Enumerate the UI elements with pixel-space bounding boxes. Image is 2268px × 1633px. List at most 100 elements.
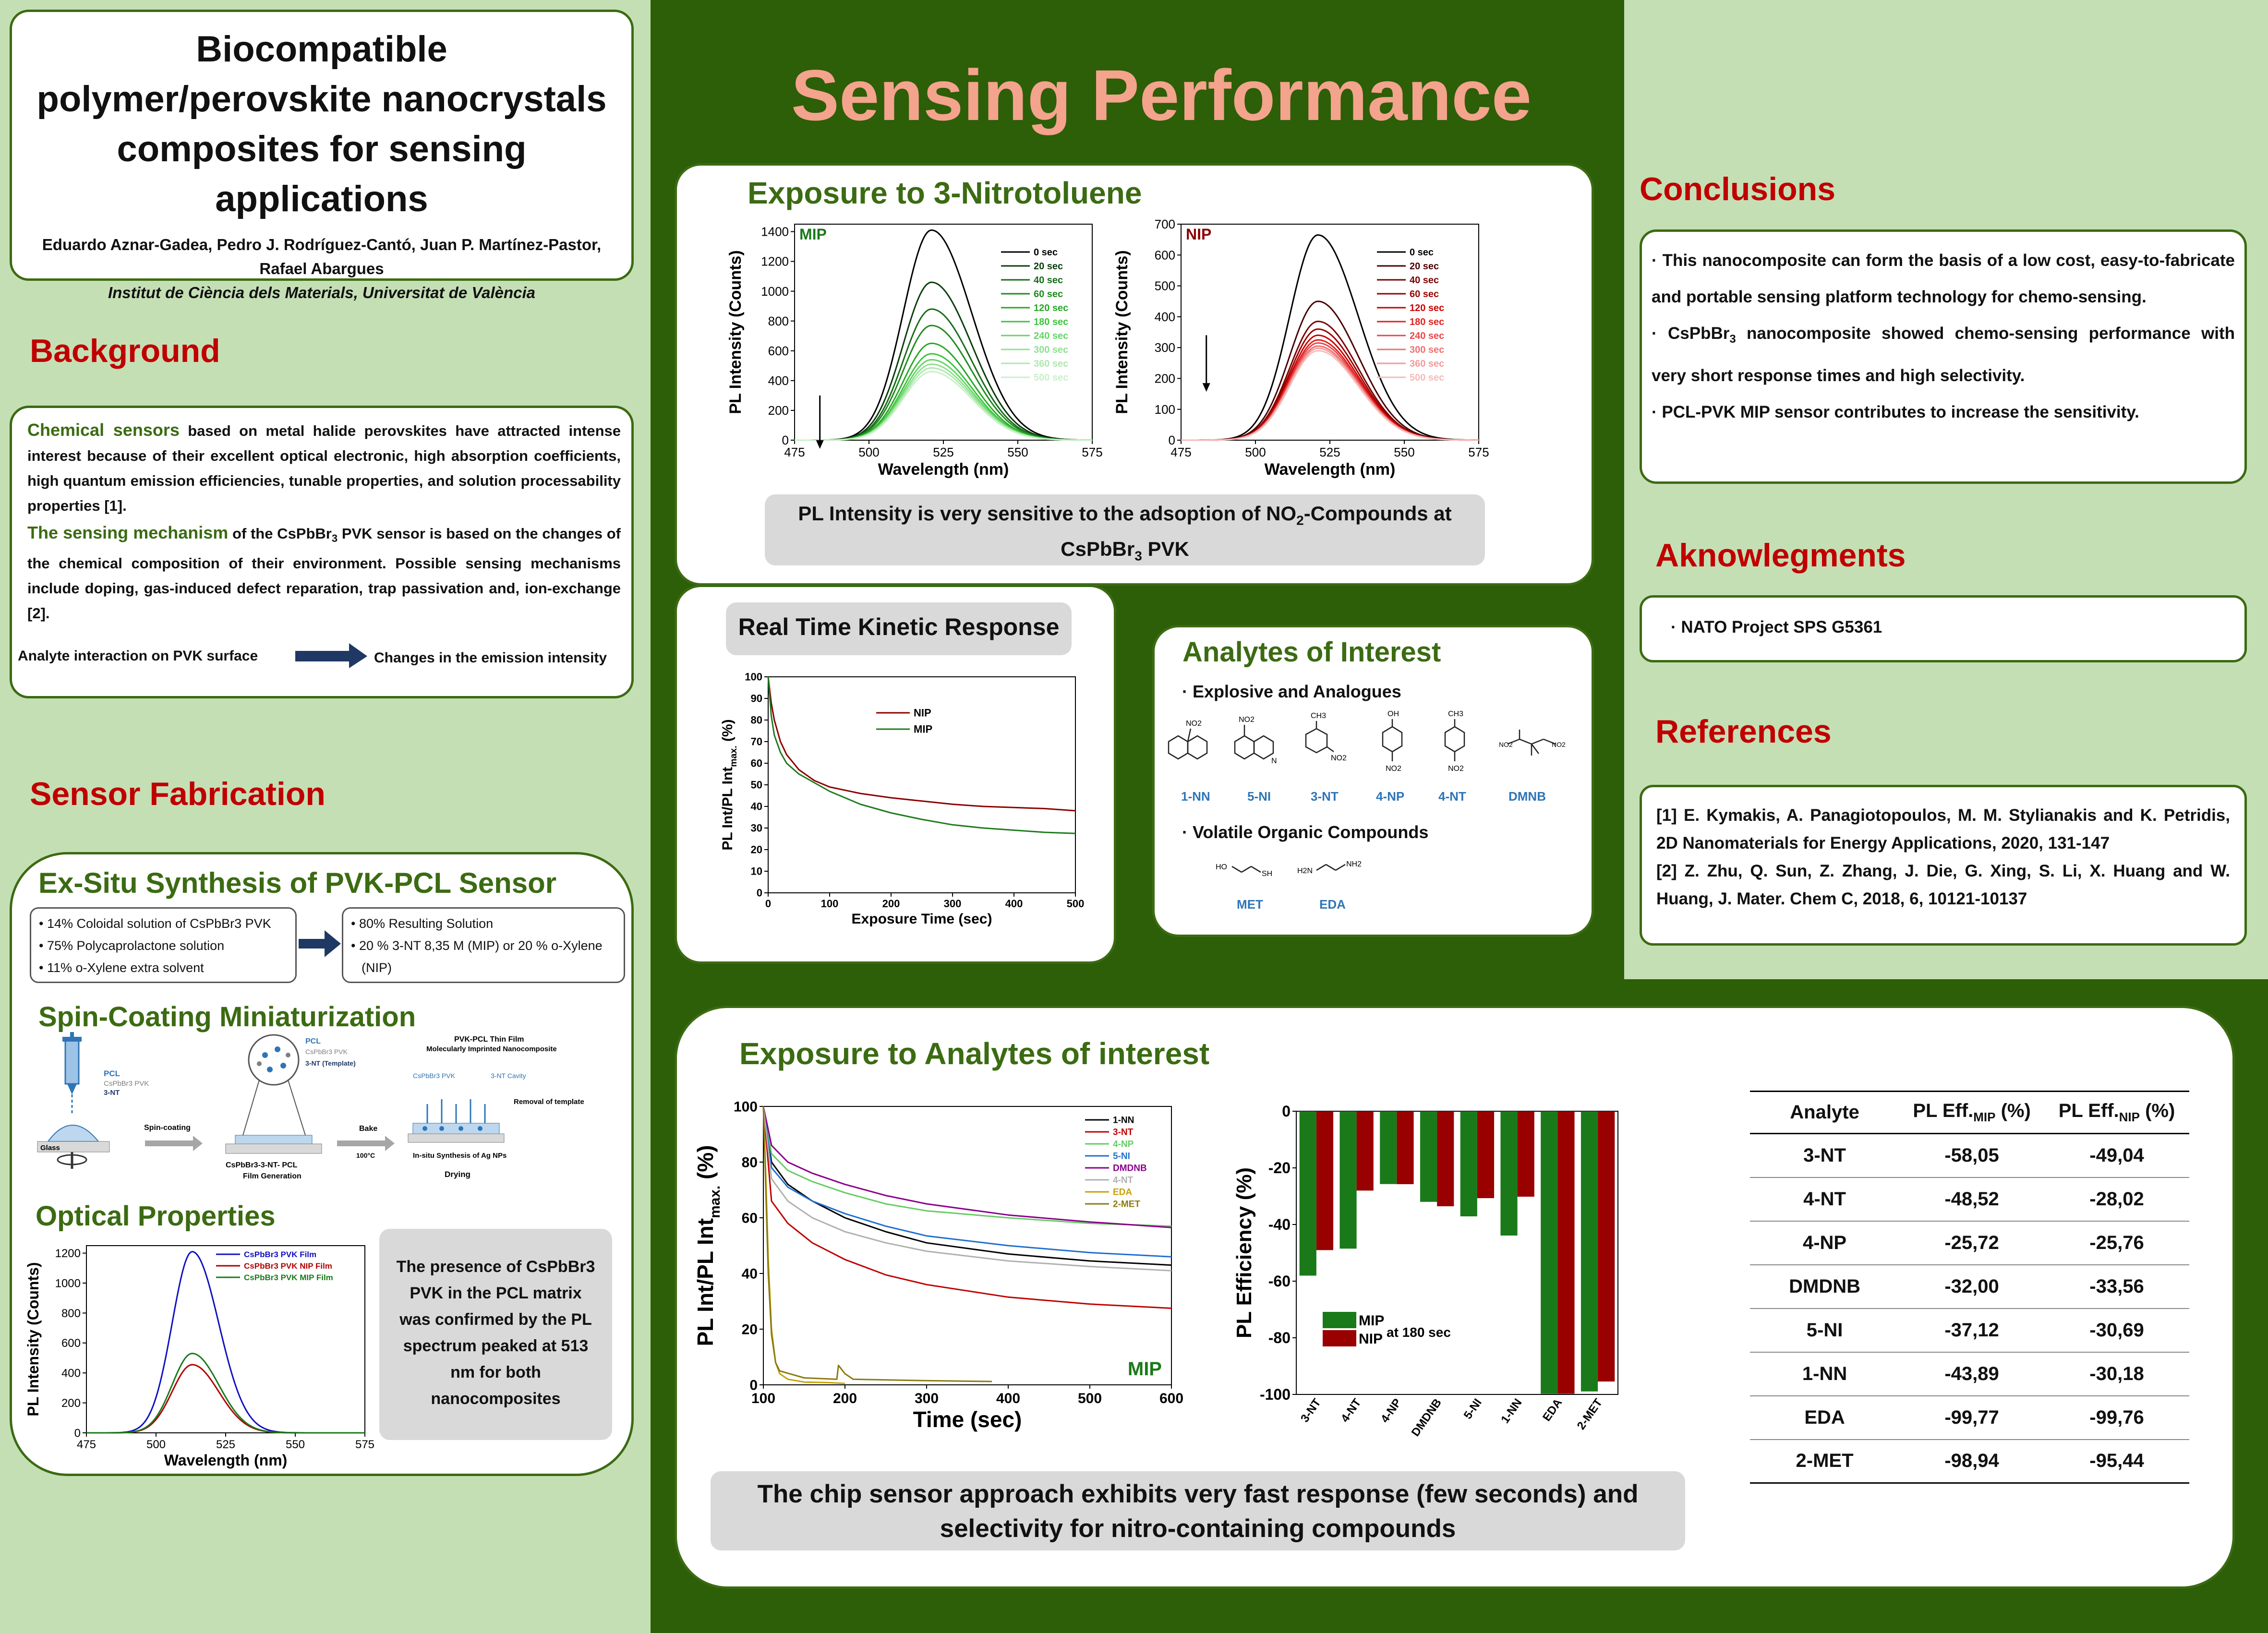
y-tick-label: 0	[1169, 433, 1175, 447]
legend-entry: 40 sec	[1410, 275, 1439, 286]
x-tick-label: 1-NN	[1498, 1396, 1524, 1426]
legend-entry: 60 sec	[1034, 289, 1063, 300]
legend-entry: 360 sec	[1410, 359, 1444, 369]
table-row: 1-NN-43,89-30,18	[1750, 1352, 2189, 1396]
table-cell-analyte: 4-NT	[1803, 1188, 1846, 1210]
legend-entry: 240 sec	[1410, 331, 1444, 341]
x-tick-label: 4-NT	[1339, 1396, 1364, 1425]
spin-label-glass: Glass	[40, 1144, 60, 1152]
table-row: 4-NP-25,72-25,76	[1750, 1221, 2189, 1265]
x-tick-label: 525	[1319, 445, 1340, 459]
x-axis-label: Wavelength (nm)	[878, 460, 1009, 479]
table-header-mip: PL Eff.MIP (%)	[1899, 1092, 2044, 1134]
y-tick-label: 80	[742, 1155, 758, 1171]
spin-label-spin: Spin-coating	[144, 1124, 191, 1132]
caption-3nt-sub: 2	[1296, 513, 1304, 528]
legend-entry: 3-NT	[1113, 1128, 1134, 1138]
legend-entry: 5-NI	[1113, 1152, 1130, 1162]
legend-entry: CsPbBr3 PVK Film	[244, 1250, 316, 1259]
analyte-label-dmnb: DMNB	[1508, 789, 1546, 802]
th-nip-post: (%)	[2139, 1100, 2175, 1121]
x-tick-label: 500	[1067, 898, 1085, 910]
x-tick-label: 400	[996, 1391, 1020, 1406]
y-tick-label: 500	[1155, 279, 1175, 293]
mechanism-flow: Analyte interaction on PVK surface Chang…	[18, 637, 627, 676]
met-sh-label: SH	[1262, 870, 1272, 878]
y-axis-label: PL Intensity (Counts)	[1113, 250, 1131, 414]
y-axis-label: PL Int/PL Intmax. (%)	[693, 1145, 723, 1346]
spin-label-film2: Film Generation	[243, 1172, 302, 1180]
table-cell-mip: -32,00	[1944, 1275, 1999, 1297]
series-line-5-ni	[762, 1106, 1172, 1258]
np-no2-label: NO2	[1386, 765, 1401, 773]
exsitu-box2: • 80% Resulting Solution • 20 % 3-NT 8,3…	[342, 907, 625, 983]
y-axis-label-text: PL Intensity (Counts)	[24, 1262, 42, 1416]
x-tick-label: 200	[833, 1391, 857, 1406]
th-nip-sub: NIP	[2119, 1110, 2140, 1124]
met-ho-label: HO	[1216, 863, 1227, 871]
table-row: 5-NI-37,12-30,69	[1750, 1309, 2189, 1352]
legend-entry: NIP	[914, 707, 931, 719]
conclusion-3: · PCL-PVK MIP sensor contributes to incr…	[1652, 403, 2139, 421]
table-cell-analyte: 5-NI	[1806, 1319, 1843, 1341]
spin-label-pvk2: CsPbBr3 PVK	[305, 1048, 348, 1056]
x-axis-label: Time (sec)	[913, 1407, 1022, 1432]
bar-nip-2-met	[1598, 1111, 1615, 1382]
table-cell-mip: -48,52	[1944, 1188, 1999, 1210]
spin-label-pcl2: PCL	[305, 1037, 321, 1045]
background-p2-lead: The sensing mechanism	[27, 523, 229, 542]
y-tick-label: 50	[751, 779, 762, 791]
nn-no2-label: NO2	[1186, 720, 1202, 728]
exsitu-box2-line3: (NIP)	[362, 961, 392, 975]
series-line-500-sec	[1181, 350, 1479, 441]
y-tick-label: -60	[1268, 1273, 1291, 1290]
y-tick-label: 0	[1282, 1103, 1291, 1120]
explosive-structures: NO2 1-NN NO2 N 5-NI CH3 NO2 3-NT OH NO2 …	[1168, 710, 1566, 802]
nitronaphthalene-icon	[1168, 728, 1208, 760]
table-cell-analyte: 3-NT	[1803, 1144, 1846, 1166]
legend-entry: 4-NT	[1113, 1176, 1134, 1186]
decrease-arrow-head-icon	[816, 440, 824, 449]
y-tick-label: 60	[751, 757, 762, 769]
bar-nip-4-nt	[1356, 1111, 1374, 1191]
dmnb-icon	[1507, 730, 1556, 756]
table-row: 2-MET-98,94-95,44	[1750, 1440, 2189, 1483]
chart-tag: MIP	[799, 226, 827, 243]
title-card: Biocompatible polymer/perovskite nanocry…	[10, 10, 634, 301]
table-cell-mip: -99,77	[1944, 1406, 1999, 1428]
th-mip-pre: PL Eff.	[1913, 1100, 1974, 1121]
flow-left-text: Analyte interaction on PVK surface	[18, 648, 258, 664]
eda-h2n-label: H2N	[1297, 867, 1313, 875]
nt4-no2-label: NO2	[1448, 765, 1464, 773]
nt4-ch3-label: CH3	[1448, 710, 1463, 718]
exsitu-box1-line3: • 11% o-Xylene extra solvent	[39, 961, 204, 975]
nitrophenol-icon	[1382, 719, 1403, 761]
y-tick-label: 60	[742, 1211, 758, 1226]
table-header-analyte: Analyte	[1790, 1102, 1859, 1123]
table-cell-nip: -33,56	[2089, 1275, 2144, 1297]
y-tick-label: 400	[61, 1367, 81, 1380]
analyte-label-met: MET	[1237, 897, 1263, 912]
legend-entry: CsPbBr3 PVK MIP Film	[244, 1273, 333, 1282]
conclusion-2-post: nanocomposite showed chemo-sensing perfo…	[1652, 324, 2235, 385]
table-cell-nip: -25,76	[2089, 1232, 2144, 1253]
chart-tag: MIP	[1128, 1358, 1162, 1380]
y-axis-label-sub: max.	[728, 745, 739, 767]
process-arrow-icon	[145, 1136, 203, 1151]
y-tick-label: 40	[751, 801, 762, 813]
x-tick-label: 300	[915, 1391, 939, 1406]
legend-entry: 2-MET	[1113, 1200, 1140, 1210]
nitrotoluene-3-icon	[1305, 721, 1334, 754]
y-tick-label: 400	[768, 373, 789, 388]
chart-note: at 180 sec	[1387, 1325, 1451, 1340]
caption-3nt-post: PVK	[1142, 538, 1189, 561]
mercaptoethanol-icon	[1231, 865, 1261, 873]
legend-entry: 1-NN	[1113, 1116, 1134, 1126]
exsitu-box1-line1: • 14% Coloidal solution of CsPbBr3 PVK	[39, 916, 271, 931]
table-cell-mip: -37,12	[1944, 1319, 1999, 1341]
bar-mip-2-met	[1580, 1111, 1598, 1392]
conclusion-1: · This nanocomposite can form the basis …	[1652, 251, 2235, 306]
y-tick-label: 1200	[55, 1247, 81, 1260]
x-tick-label: 475	[784, 445, 805, 459]
